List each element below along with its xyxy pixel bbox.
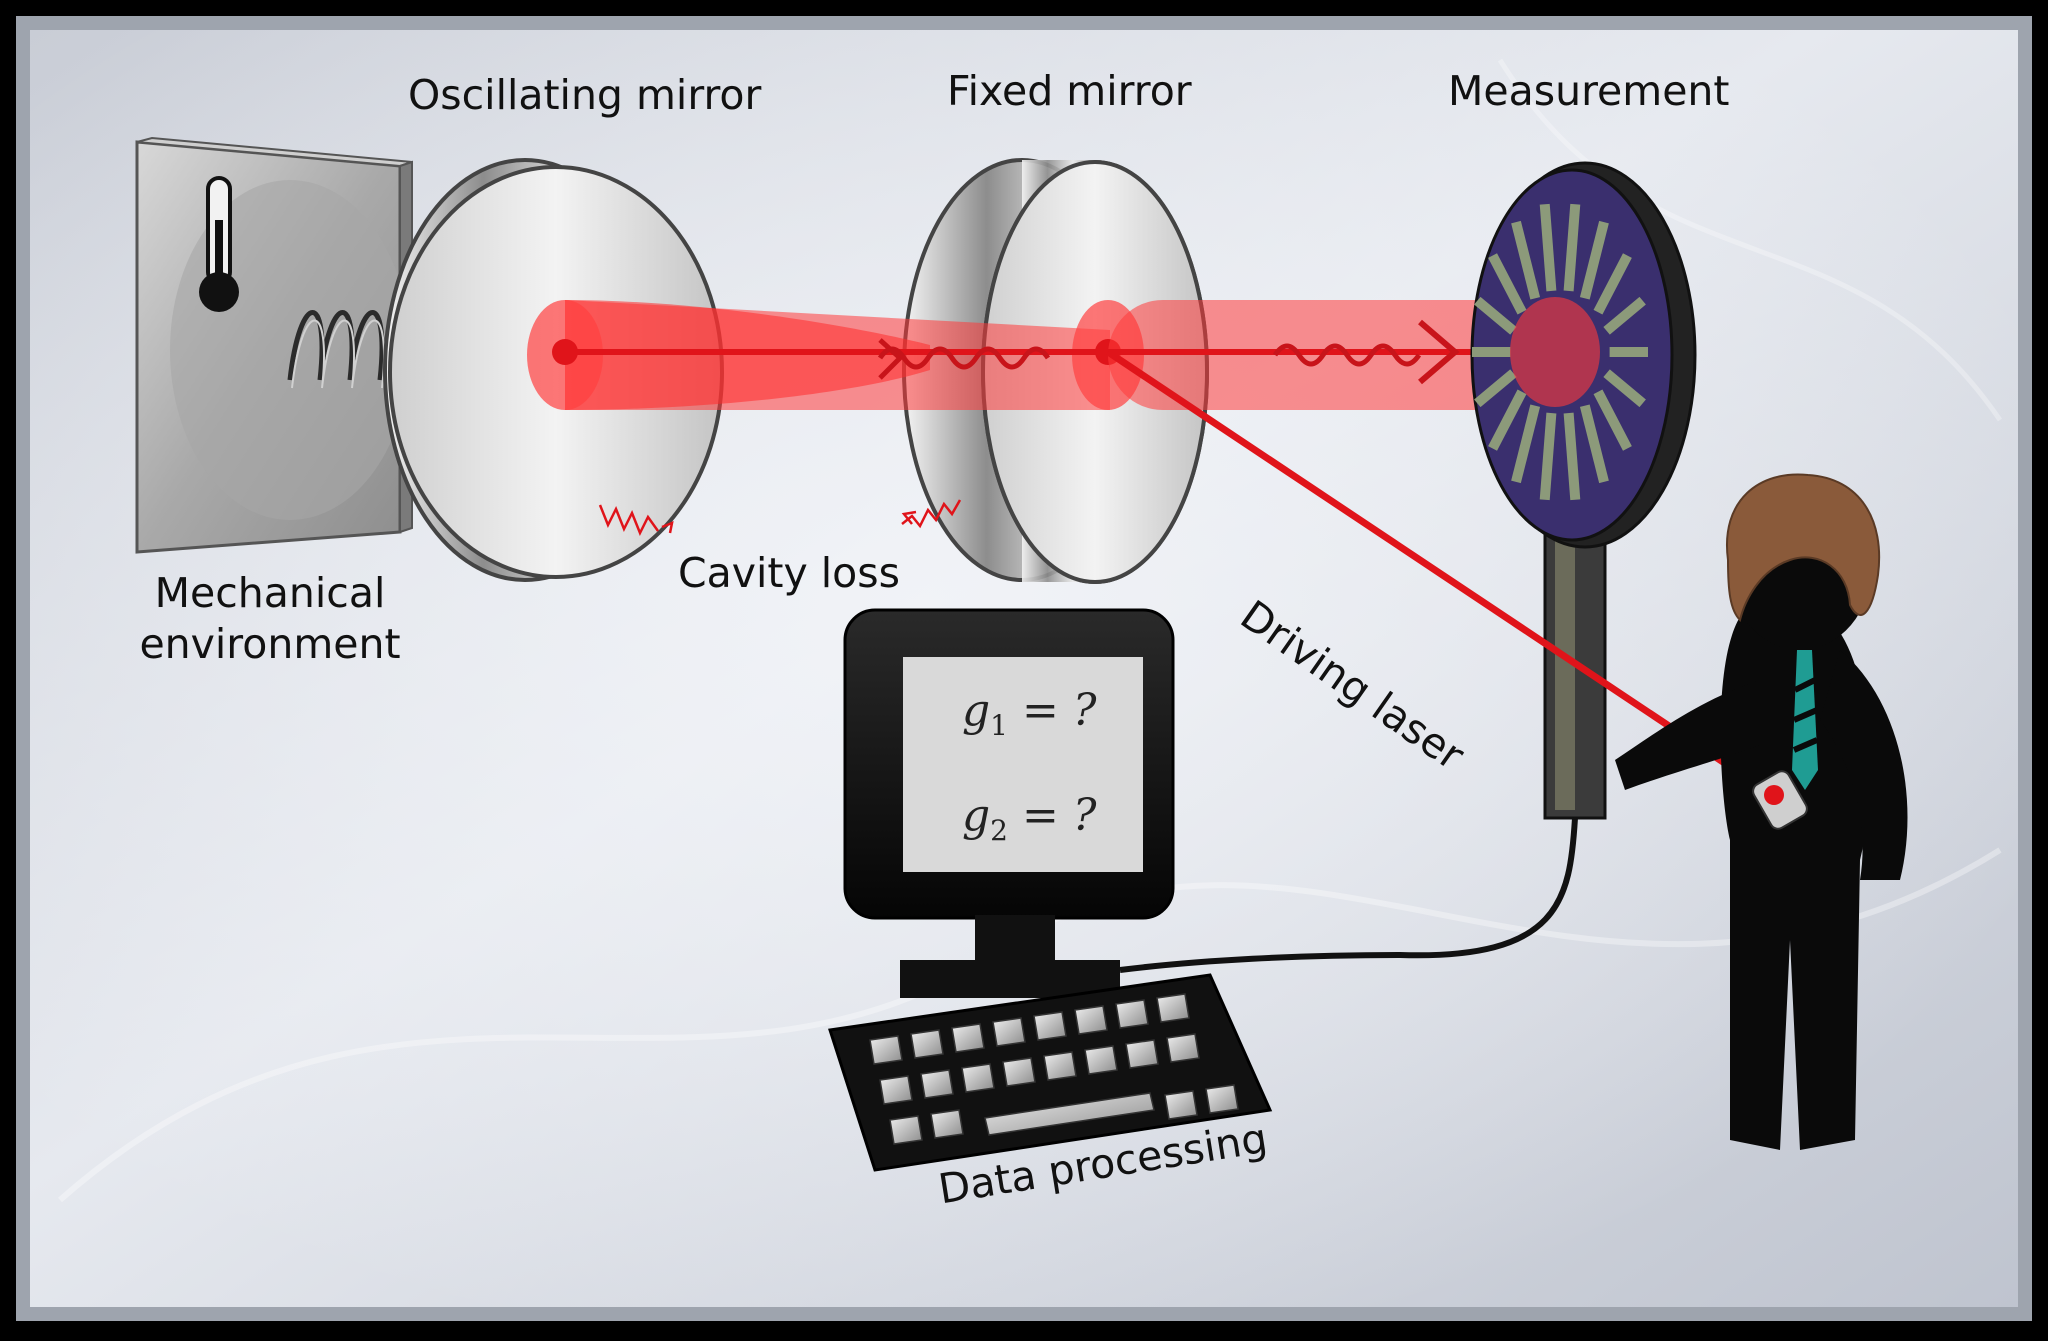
keyboard-key	[1033, 1011, 1067, 1041]
detector-ray	[1488, 253, 1527, 315]
detector-ray	[1593, 253, 1632, 315]
detector-ray	[1474, 296, 1517, 335]
eq2-symbol: g	[962, 790, 991, 841]
keyboard-key	[869, 1035, 903, 1065]
keyboard-key	[1164, 1090, 1198, 1120]
detector-ray	[1563, 203, 1581, 292]
keyboard-key	[1125, 1039, 1159, 1069]
detector-ray	[1539, 203, 1557, 292]
detector-ray	[1603, 296, 1646, 335]
screen-equation-g1: g1 = ?	[962, 685, 1096, 742]
keyboard-key	[1074, 1005, 1108, 1035]
photon-wave-left	[877, 338, 1051, 380]
detector-ray	[1563, 412, 1581, 501]
label-mechanical-environment-line2: environment	[139, 620, 401, 669]
eq1-symbol: g	[962, 685, 991, 736]
keyboard-key	[879, 1075, 913, 1105]
detector-ray	[1579, 404, 1609, 484]
detector-ray	[1488, 389, 1527, 451]
keyboard-icon	[828, 973, 1273, 1172]
detector-ray	[1593, 389, 1632, 451]
eq2-rest: = ?	[1008, 790, 1097, 841]
person-silhouette-icon	[1615, 473, 1908, 1150]
screen-equation-g2: g2 = ?	[962, 790, 1096, 847]
keyboard-key	[920, 1069, 954, 1099]
keyboard-key	[889, 1115, 923, 1145]
thermometer-icon	[199, 176, 239, 312]
keyboard-key	[992, 1017, 1026, 1047]
eq1-subscript: 1	[990, 708, 1008, 742]
cavity-loss-wave-right	[901, 499, 962, 529]
mechanical-environment-plate	[135, 136, 413, 554]
eq1-rest: = ?	[1008, 685, 1097, 736]
keyboard-key	[961, 1063, 995, 1093]
spacebar	[984, 1092, 1155, 1136]
detector-paddle-icon	[1470, 161, 1697, 820]
keyboard-key	[910, 1029, 944, 1059]
data-cable	[1119, 817, 1578, 973]
detector-ray	[1603, 369, 1646, 408]
background-streak	[1497, 58, 2003, 422]
detector-ray	[1511, 220, 1541, 300]
keyboard-key	[1166, 1033, 1200, 1063]
cavity-loss-wave-left	[598, 504, 674, 537]
keyboard-key	[1115, 999, 1149, 1029]
keyboard-key	[1002, 1057, 1036, 1087]
label-mechanical-environment: Mechanical environment	[120, 568, 420, 671]
keyboard-key	[1205, 1084, 1239, 1114]
label-mechanical-environment-line1: Mechanical	[154, 569, 386, 617]
detector-ray	[1579, 220, 1609, 300]
detector-ray	[1511, 404, 1541, 484]
detector-ray	[1474, 369, 1517, 408]
keyboard-key	[1084, 1045, 1118, 1075]
label-measurement: Measurement	[1448, 67, 1730, 115]
keyboard-key	[951, 1023, 985, 1053]
keyboard-key	[1156, 993, 1190, 1023]
computer-icon	[843, 608, 1175, 998]
label-cavity-loss: Cavity loss	[678, 549, 900, 597]
keyboard-key	[930, 1109, 964, 1139]
cavity-beam	[527, 300, 1144, 410]
label-fixed-mirror: Fixed mirror	[947, 67, 1192, 115]
detector-ray	[1539, 412, 1557, 501]
eq2-subscript: 2	[990, 813, 1008, 847]
label-oscillating-mirror: Oscillating mirror	[408, 71, 762, 119]
keyboard-key	[1043, 1051, 1077, 1081]
